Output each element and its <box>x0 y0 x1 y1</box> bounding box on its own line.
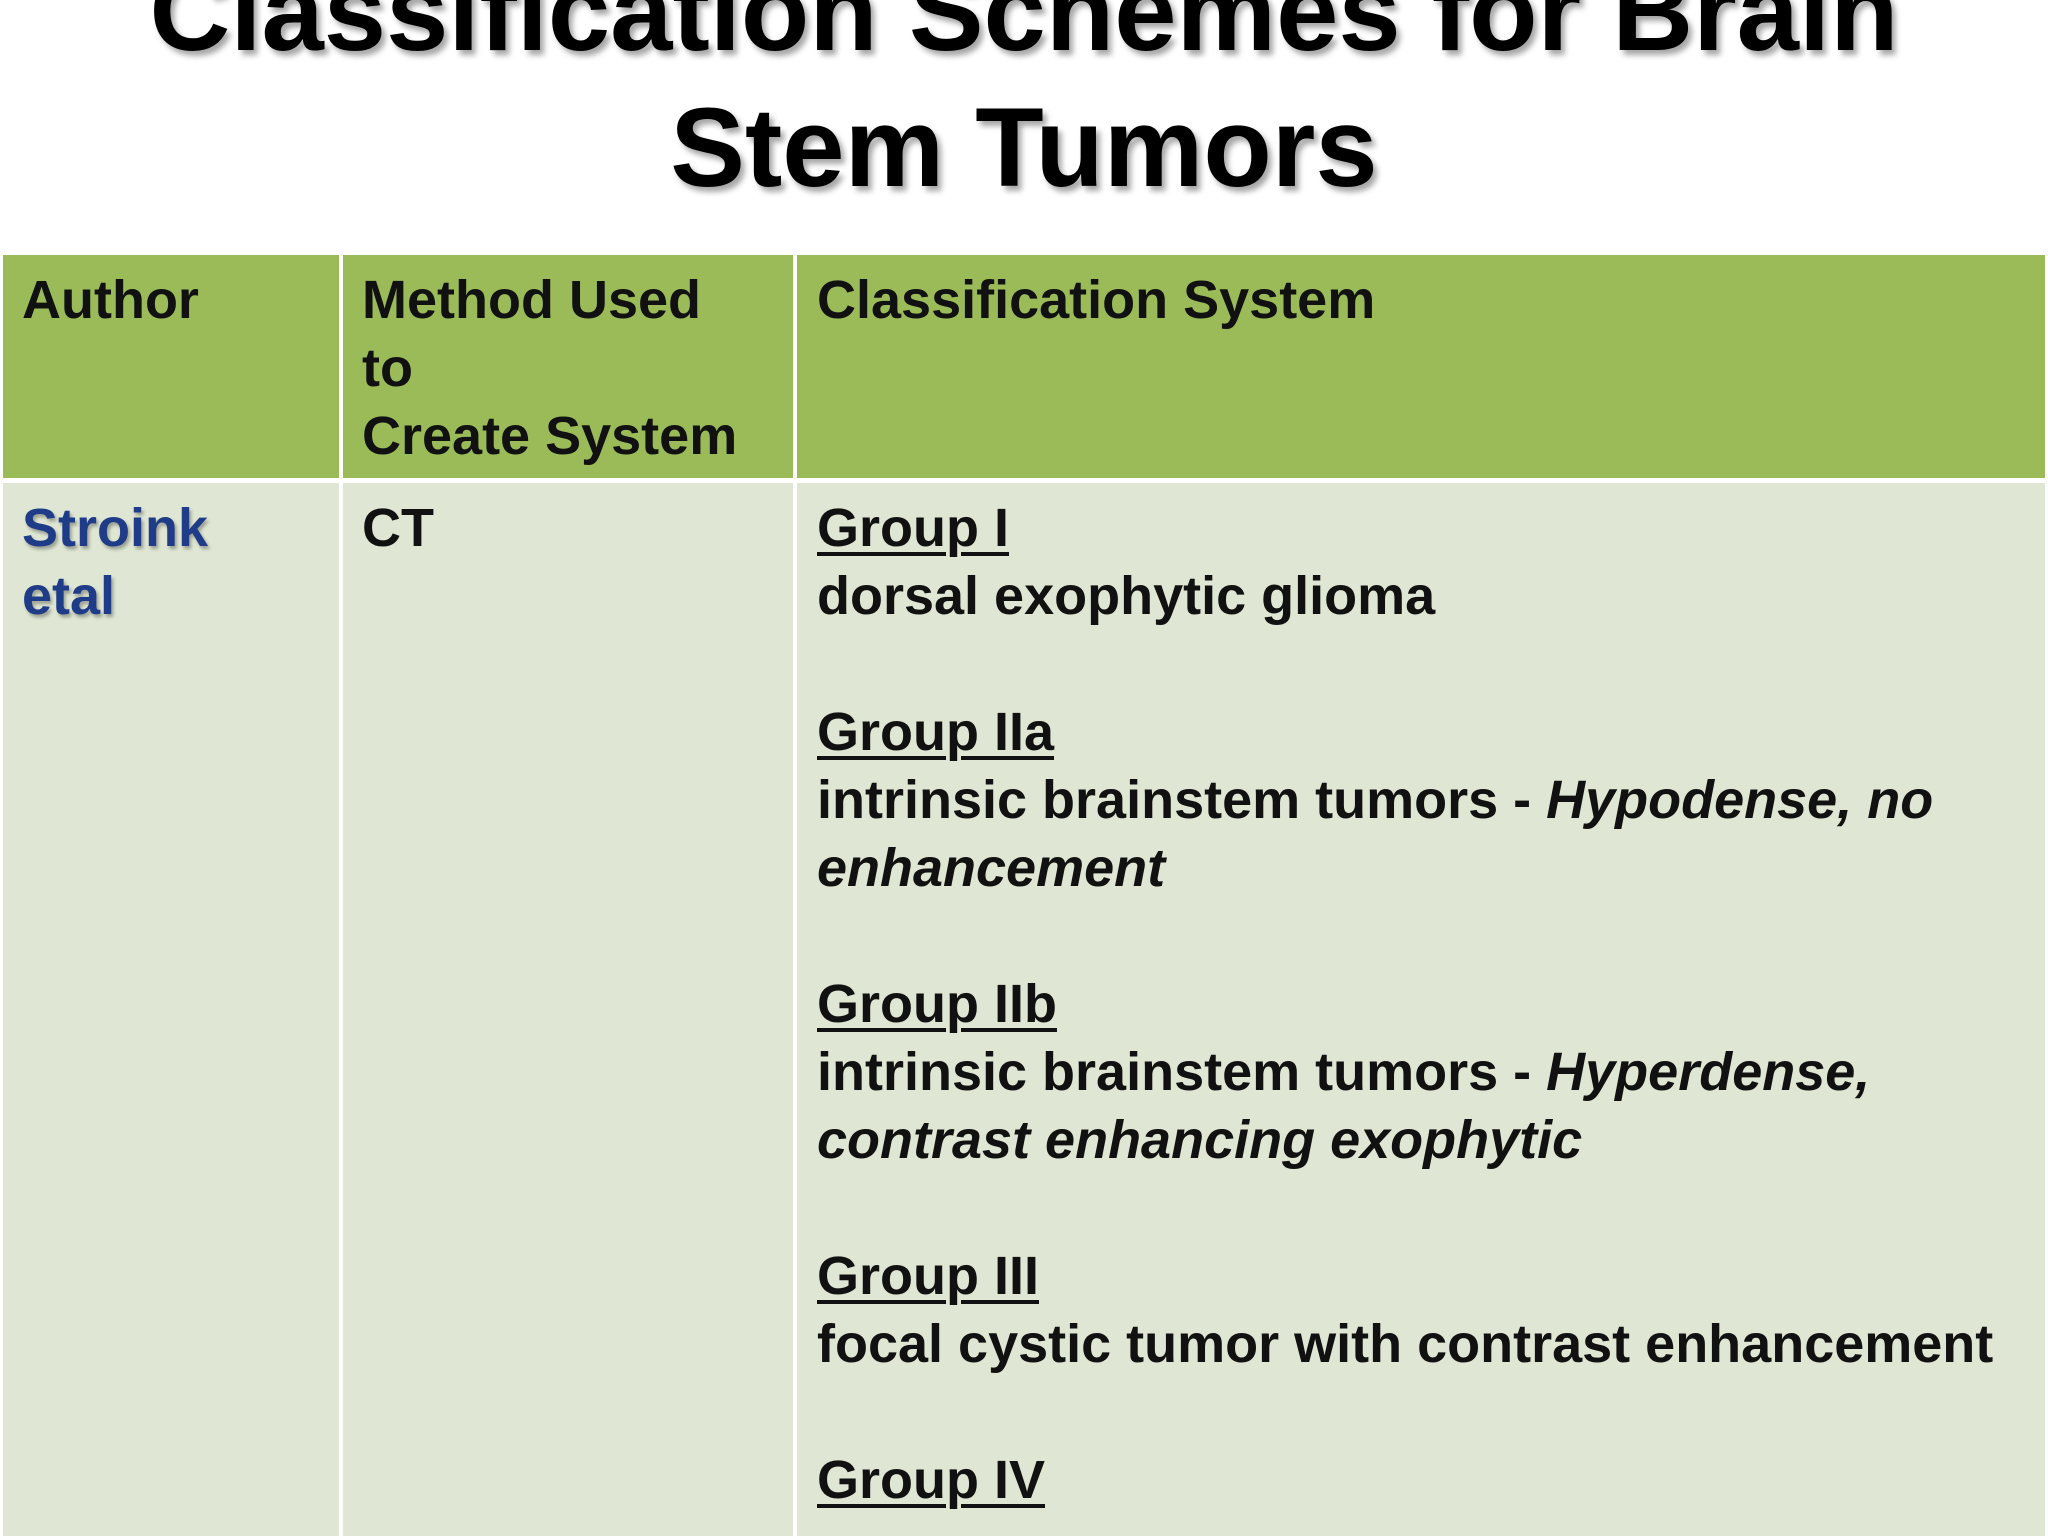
group-entry: Group III focal cystic tumor with contra… <box>817 1242 2017 1378</box>
table-left-border <box>0 255 3 1536</box>
group-entry: Group IIb intrinsic brainstem tumors - H… <box>817 970 2017 1174</box>
group-label: Group IIa <box>817 702 1055 762</box>
author-name-line2: etal <box>22 566 116 626</box>
author-name-line1: Stroink <box>22 498 209 558</box>
slide-title: Classification Schemes for Brain Stem Tu… <box>149 0 1899 210</box>
header-author-label: Author <box>22 270 199 330</box>
group-description: intrinsic brainstem tumors - Hyperdense,… <box>817 1038 2017 1174</box>
header-method-line1: Method Used <box>362 270 702 330</box>
method-cell: CT <box>362 494 434 562</box>
header-classification-label: Classification System <box>817 270 1376 330</box>
group-entry: Group I dorsal exophytic glioma <box>817 494 2017 630</box>
author-cell: Stroink etal <box>22 494 208 630</box>
column-divider-1 <box>339 255 343 1536</box>
method-value: CT <box>362 498 434 558</box>
classification-table: Author Method Used to Create System Clas… <box>0 255 2048 1536</box>
header-method: Method Used to Create System <box>362 266 782 470</box>
header-method-line2: to <box>362 338 413 398</box>
group-entry: Group IIa intrinsic brainstem tumors - H… <box>817 698 2017 902</box>
group-description-text: intrinsic brainstem tumors - <box>817 1042 1547 1102</box>
row-separator <box>0 478 2048 483</box>
group-entry: Group IV <box>817 1446 2017 1514</box>
classification-cell: Group I dorsal exophytic glioma Group II… <box>817 494 2017 1536</box>
group-label: Group IIb <box>817 974 1057 1034</box>
group-description-text: focal cystic tumor with contrast enhance… <box>817 1314 1994 1374</box>
group-label: Group I <box>817 498 1009 558</box>
group-description: dorsal exophytic glioma <box>817 562 2017 630</box>
group-description-italic: Hyperdense, contrast enhancing exophytic <box>817 1042 1871 1170</box>
header-author: Author <box>22 266 199 334</box>
group-description-text: intrinsic brainstem tumors - <box>817 770 1547 830</box>
group-label: Group IV <box>817 1450 1045 1510</box>
group-description-text: dorsal exophytic glioma <box>817 566 1436 626</box>
header-classification: Classification System <box>817 266 1375 334</box>
group-label: Group III <box>817 1246 1039 1306</box>
header-method-line3: Create System <box>362 406 738 466</box>
column-divider-2 <box>793 255 797 1536</box>
table-right-border <box>2045 255 2048 1536</box>
group-description-italic: Hypodense, no enhancement <box>817 770 1934 898</box>
group-description: intrinsic brainstem tumors - Hypodense, … <box>817 766 2017 902</box>
group-description: focal cystic tumor with contrast enhance… <box>817 1310 2017 1378</box>
